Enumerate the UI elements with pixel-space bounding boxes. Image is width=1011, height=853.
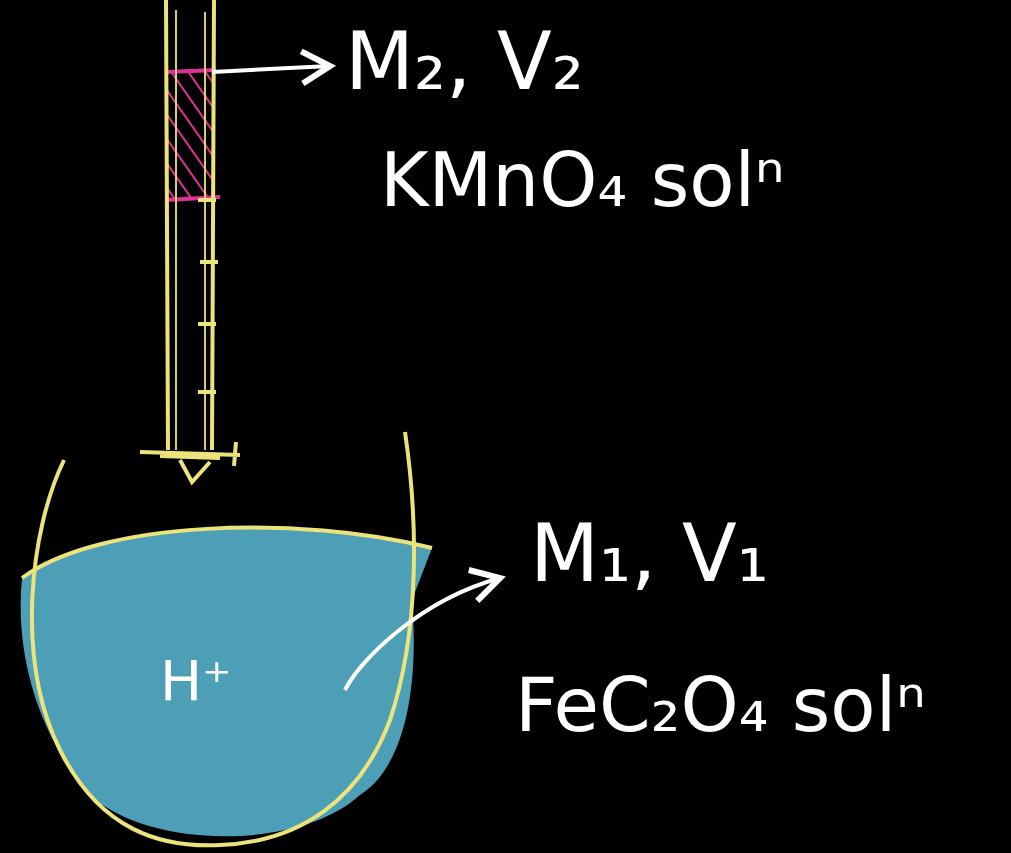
analyte-label: FeC₂O₄ solⁿ [515, 665, 926, 746]
leader-arrow [212, 66, 330, 72]
molarity-volume-label: M₁, V₁ [530, 510, 769, 598]
meniscus-line [166, 70, 216, 72]
kmno4-liquid [168, 72, 214, 200]
acid-label: H⁺ [160, 650, 232, 712]
graduation-marks [198, 200, 218, 392]
burette-inner-line [176, 10, 205, 450]
burette-tube [166, 0, 214, 450]
leader-arrow [345, 578, 500, 690]
molarity-volume-label: M₂, V₂ [345, 18, 584, 106]
flask-outline [32, 432, 414, 845]
liquid-surface [22, 528, 432, 578]
feC2O4-liquid [21, 528, 432, 837]
burette-stopcock [140, 442, 240, 482]
titrant-label: KMnO₄ solⁿ [380, 140, 785, 221]
